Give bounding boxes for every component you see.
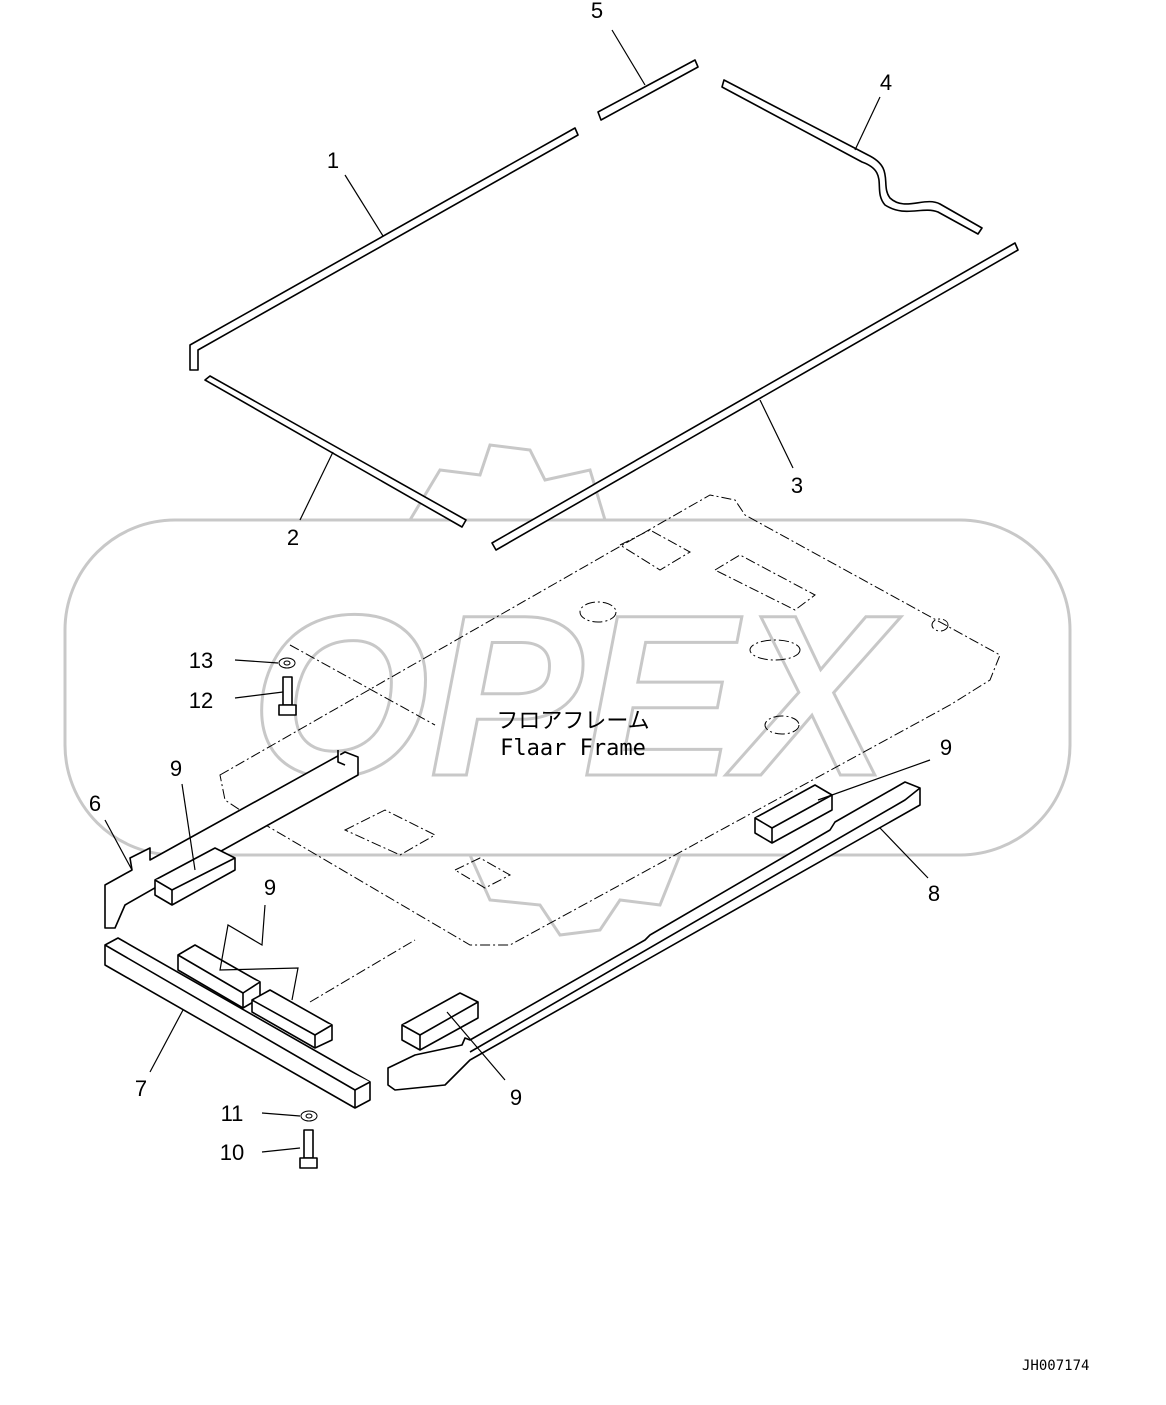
bolt-part-10 xyxy=(299,1129,318,1169)
callout-4: 4 xyxy=(880,70,892,95)
block-part-9-d xyxy=(401,992,479,1051)
washer-part-13 xyxy=(278,657,296,669)
washer-part-11 xyxy=(300,1110,318,1122)
callout-2: 2 xyxy=(287,525,299,550)
block-part-9-c xyxy=(754,784,833,844)
callout-12: 12 xyxy=(189,688,213,713)
callout-7: 7 xyxy=(135,1076,147,1101)
seal-part-1 xyxy=(189,127,579,371)
callout-3: 3 xyxy=(791,473,803,498)
frame-part-6 xyxy=(104,750,359,929)
block-part-9-a xyxy=(154,847,236,906)
leader-lines xyxy=(104,29,931,1153)
callout-1: 1 xyxy=(327,148,339,173)
callout-9: 9 xyxy=(170,756,182,781)
seal-part-5 xyxy=(597,59,699,121)
seal-part-2 xyxy=(204,375,467,528)
seal-part-3 xyxy=(491,242,1019,551)
caption-japanese: フロアフレーム xyxy=(496,709,649,734)
seal-part-4 xyxy=(721,79,983,235)
frame-part-8 xyxy=(387,781,921,1091)
callout-9: 9 xyxy=(264,875,276,900)
callout-8: 8 xyxy=(928,881,940,906)
callout-6: 6 xyxy=(89,791,101,816)
block-part-9-b xyxy=(177,944,333,1049)
callout-9: 9 xyxy=(510,1085,522,1110)
callout-13: 13 xyxy=(189,648,213,673)
callout-11: 11 xyxy=(221,1101,244,1126)
callout-5: 5 xyxy=(591,0,603,23)
callout-10: 10 xyxy=(220,1140,244,1165)
document-id: JH007174 xyxy=(1022,1358,1089,1374)
callout-9: 9 xyxy=(940,735,952,760)
floor-frame-plate xyxy=(219,494,1001,946)
caption-english: Flaar Frame xyxy=(500,736,646,761)
bolt-part-12 xyxy=(278,676,297,716)
frame-part-7 xyxy=(104,937,371,1109)
